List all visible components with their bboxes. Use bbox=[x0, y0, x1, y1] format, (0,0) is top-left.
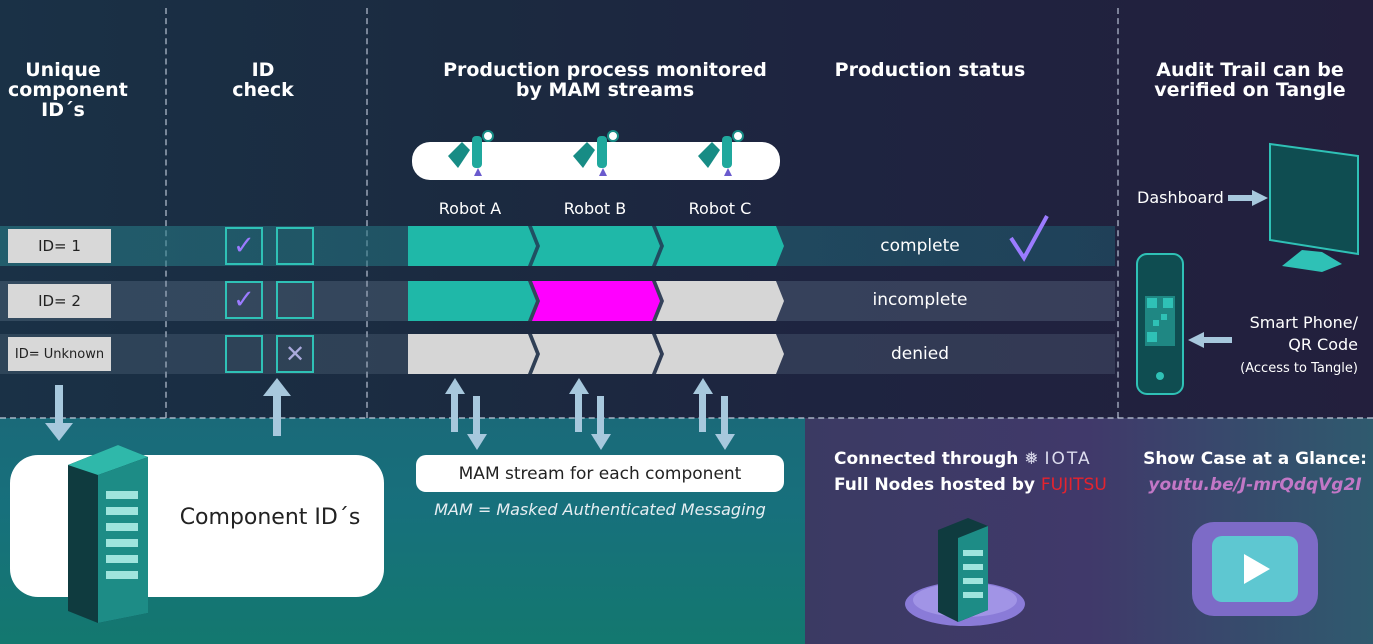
check-box: ✓ bbox=[225, 281, 263, 319]
smartphone-line1: Smart Phone/ bbox=[1249, 313, 1358, 332]
checkmark-icon: ✓ bbox=[233, 285, 255, 315]
connected-line1: Connected through bbox=[834, 449, 1019, 469]
robot-arm-icon bbox=[448, 130, 494, 176]
full-node-server-icon bbox=[905, 518, 1025, 626]
process-chevrons bbox=[408, 226, 784, 374]
robot-arm-icon bbox=[573, 130, 619, 176]
chevron-robot-c bbox=[656, 226, 784, 266]
right-arrow-icon bbox=[1228, 190, 1268, 206]
id-label: ID= Unknown bbox=[8, 337, 111, 371]
connected-text: Connected through ❅ IOTA Full Nodes host… bbox=[834, 446, 1114, 498]
divider bbox=[1117, 8, 1119, 418]
chevron-robot-a bbox=[408, 334, 536, 374]
bidirectional-arrow-icon bbox=[693, 378, 735, 450]
chevron-robot-c bbox=[656, 281, 784, 321]
cross-box bbox=[276, 281, 314, 319]
monitor-icon bbox=[1269, 142, 1359, 272]
divider bbox=[366, 8, 368, 418]
left-arrow-icon bbox=[1188, 332, 1232, 348]
heading-production: Production process monitored by MAM stre… bbox=[443, 59, 767, 101]
id-label: ID= 1 bbox=[8, 229, 111, 263]
dashboard-label: Dashboard bbox=[1137, 188, 1224, 207]
showcase-text: Show Case at a Glance: youtu.be/J-mrQdqV… bbox=[1140, 446, 1370, 498]
chevron-robot-b bbox=[532, 334, 660, 374]
heading-audit: Audit Trail can be verified on Tangle bbox=[1154, 59, 1346, 101]
robot-arm-icon bbox=[698, 130, 744, 176]
play-icon bbox=[1244, 554, 1270, 584]
smartphone-line2: QR Code bbox=[1288, 335, 1358, 354]
smartphone-label: Smart Phone/ QR Code (Access to Tangle) bbox=[1240, 312, 1358, 380]
cross-box bbox=[276, 227, 314, 265]
connected-line2: Full Nodes hosted by bbox=[834, 475, 1035, 495]
down-arrow-icon bbox=[45, 385, 73, 441]
bidirectional-arrow-icon bbox=[569, 378, 611, 450]
chevron-robot-c bbox=[656, 334, 784, 374]
checkmark-icon: ✓ bbox=[233, 231, 255, 261]
smartphone-line3: (Access to Tangle) bbox=[1240, 361, 1358, 376]
cross-icon: ✕ bbox=[284, 340, 306, 368]
showcase-title: Show Case at a Glance: bbox=[1143, 449, 1367, 469]
checkmark-icon bbox=[1009, 215, 1049, 262]
chevron-robot-b bbox=[532, 226, 660, 266]
id-label: ID= 2 bbox=[8, 284, 111, 318]
mam-stream-box: MAM stream for each component bbox=[416, 455, 784, 492]
heading-id-check: ID check bbox=[232, 59, 294, 101]
divider bbox=[0, 417, 1373, 419]
heading-status: Production status bbox=[834, 59, 1026, 81]
status-text: denied bbox=[891, 344, 949, 364]
cross-box: ✕ bbox=[276, 335, 314, 373]
robot-label: Robot C bbox=[688, 199, 752, 218]
robot-label: Robot A bbox=[438, 199, 502, 218]
chevron-robot-b bbox=[532, 281, 660, 321]
status-text: complete bbox=[880, 236, 960, 256]
chevron-robot-a bbox=[408, 226, 536, 266]
mam-note: MAM = Masked Authenticated Messaging bbox=[434, 500, 766, 519]
server-icon bbox=[68, 445, 148, 623]
fujitsu-logo: FUJITSU bbox=[1040, 475, 1107, 495]
check-box: ✓ bbox=[225, 227, 263, 265]
robot-label: Robot B bbox=[563, 199, 627, 218]
heading-unique-ids: Unique component ID´s bbox=[8, 59, 128, 121]
component-label: Component ID´s bbox=[179, 505, 361, 530]
divider bbox=[165, 8, 167, 418]
iota-logo-icon: ❅ bbox=[1024, 449, 1039, 469]
play-video-button[interactable] bbox=[1190, 520, 1320, 618]
bidirectional-arrow-icon bbox=[445, 378, 487, 450]
check-box bbox=[225, 335, 263, 373]
chevron-robot-a bbox=[408, 281, 536, 321]
smartphone-qr-icon bbox=[1136, 253, 1184, 395]
status-text: incomplete bbox=[872, 290, 968, 310]
showcase-link[interactable]: youtu.be/J-mrQdqVg2I bbox=[1148, 475, 1362, 495]
iota-logo-text: IOTA bbox=[1044, 449, 1092, 469]
up-arrow-icon bbox=[263, 378, 291, 436]
